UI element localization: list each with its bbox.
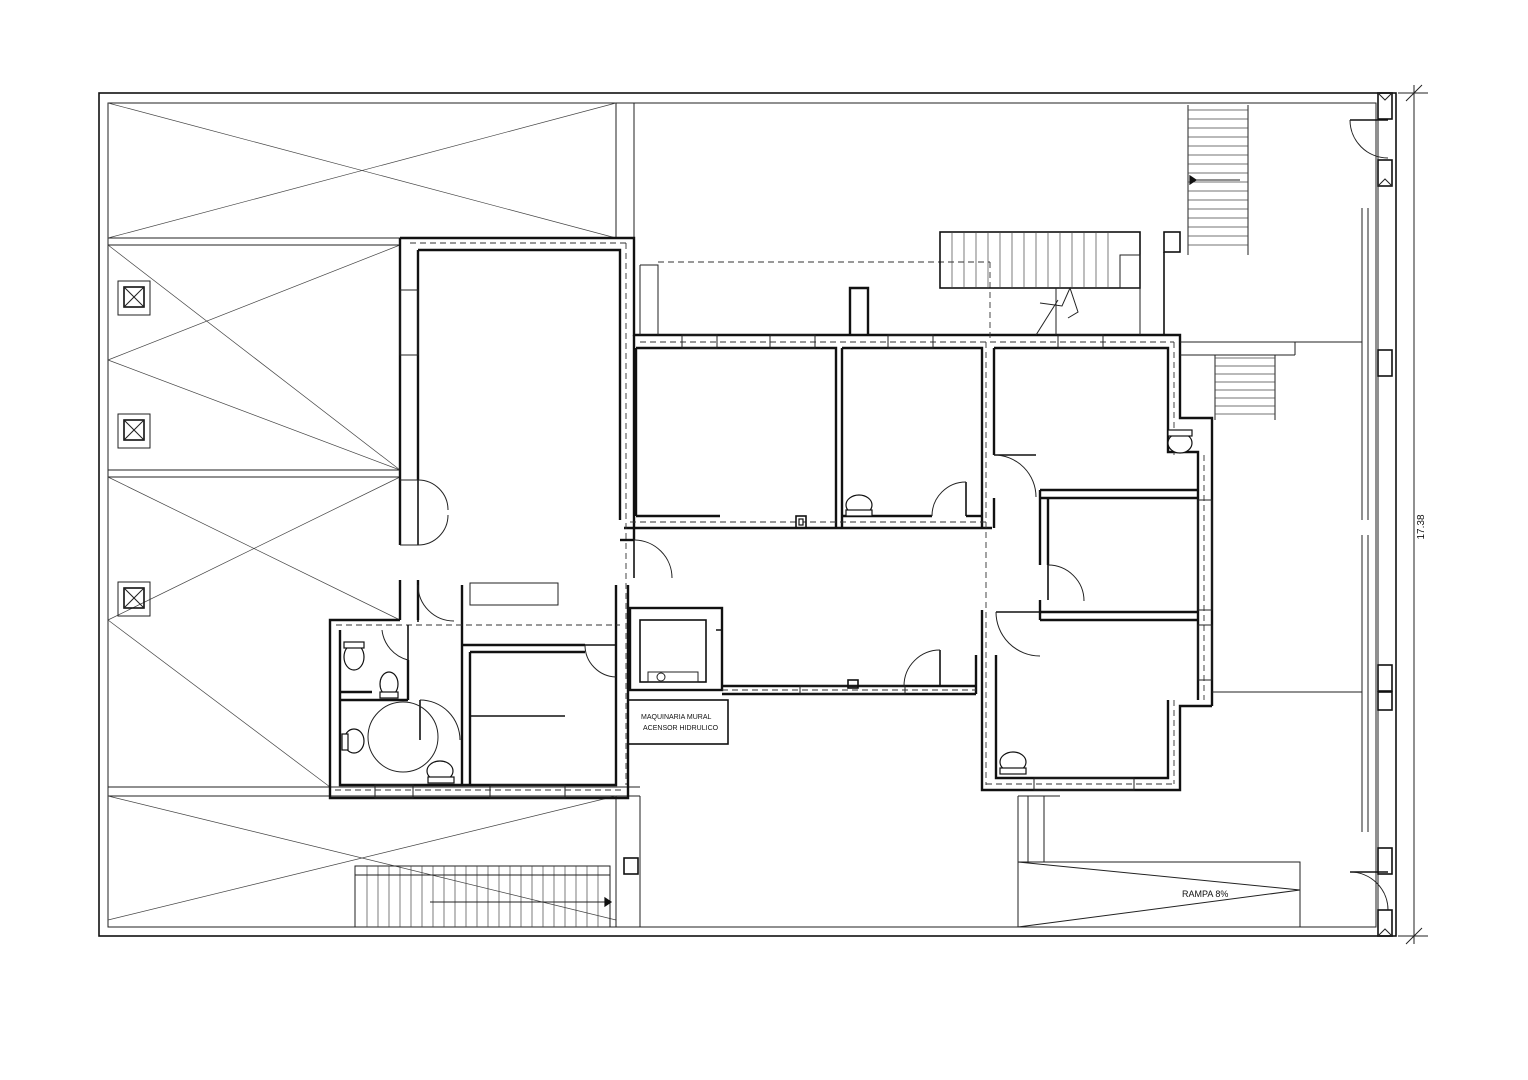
toilet-icon (341, 728, 365, 754)
wall-column-icon (795, 515, 807, 529)
parking-area (107, 102, 641, 927)
toilet-icon (379, 671, 399, 699)
pillar-icon (1377, 159, 1393, 187)
pillar-icon (1377, 691, 1393, 711)
ramp-label: RAMPA 8% (1182, 889, 1228, 899)
pillar-icon (1377, 847, 1393, 875)
pillar-icon (117, 413, 151, 449)
ramp: RAMPA 8% (1017, 795, 1301, 928)
pillar-icon (1377, 349, 1393, 377)
dimension-line: 17.38 (1398, 84, 1428, 945)
door (931, 481, 967, 517)
right-facade (1212, 92, 1393, 937)
door (584, 644, 617, 678)
doors (381, 119, 1389, 911)
machinery-label-line2: ACENSOR HIDRULICO (643, 725, 719, 732)
pillar-markers (117, 280, 151, 617)
wheelchair-turn-circle (367, 701, 439, 773)
stairs-bottom (354, 857, 639, 928)
sink-icon (426, 760, 455, 784)
dimension-value: 17.38 (1416, 514, 1427, 539)
site-boundary (98, 92, 1397, 937)
door (633, 539, 673, 579)
pillar-icon (117, 280, 151, 316)
lift-cabin-icon (647, 671, 699, 683)
sink-icon (999, 751, 1027, 775)
stairs-top (939, 231, 1181, 336)
pillar-icon (1377, 92, 1393, 120)
pillar-icon (117, 581, 151, 617)
door (993, 454, 1037, 498)
sink-icon (1167, 429, 1193, 454)
door (903, 649, 941, 687)
pillar-icon (1377, 909, 1393, 937)
machinery-room: MAQUINARIA MURAL ACENSOR HIDRULICO (641, 714, 719, 732)
door (419, 699, 461, 741)
machinery-label-line1: MAQUINARIA MURAL (641, 714, 712, 721)
door (381, 625, 409, 661)
stairs-top-right (1187, 105, 1249, 255)
stairs-right (1180, 341, 1296, 420)
door (1047, 564, 1085, 602)
pillar-icon (1377, 664, 1393, 692)
sanitary-fixtures (341, 429, 1193, 784)
double-door (400, 479, 449, 546)
door (1349, 119, 1389, 159)
windows (374, 289, 1213, 799)
wall-column-icon (847, 679, 859, 689)
door (1349, 871, 1389, 911)
door (417, 584, 455, 622)
building-walls (328, 236, 1214, 800)
sink-icon (845, 494, 873, 517)
door (995, 611, 1041, 657)
axis-lines (335, 242, 1205, 791)
toilet-icon (343, 641, 365, 671)
